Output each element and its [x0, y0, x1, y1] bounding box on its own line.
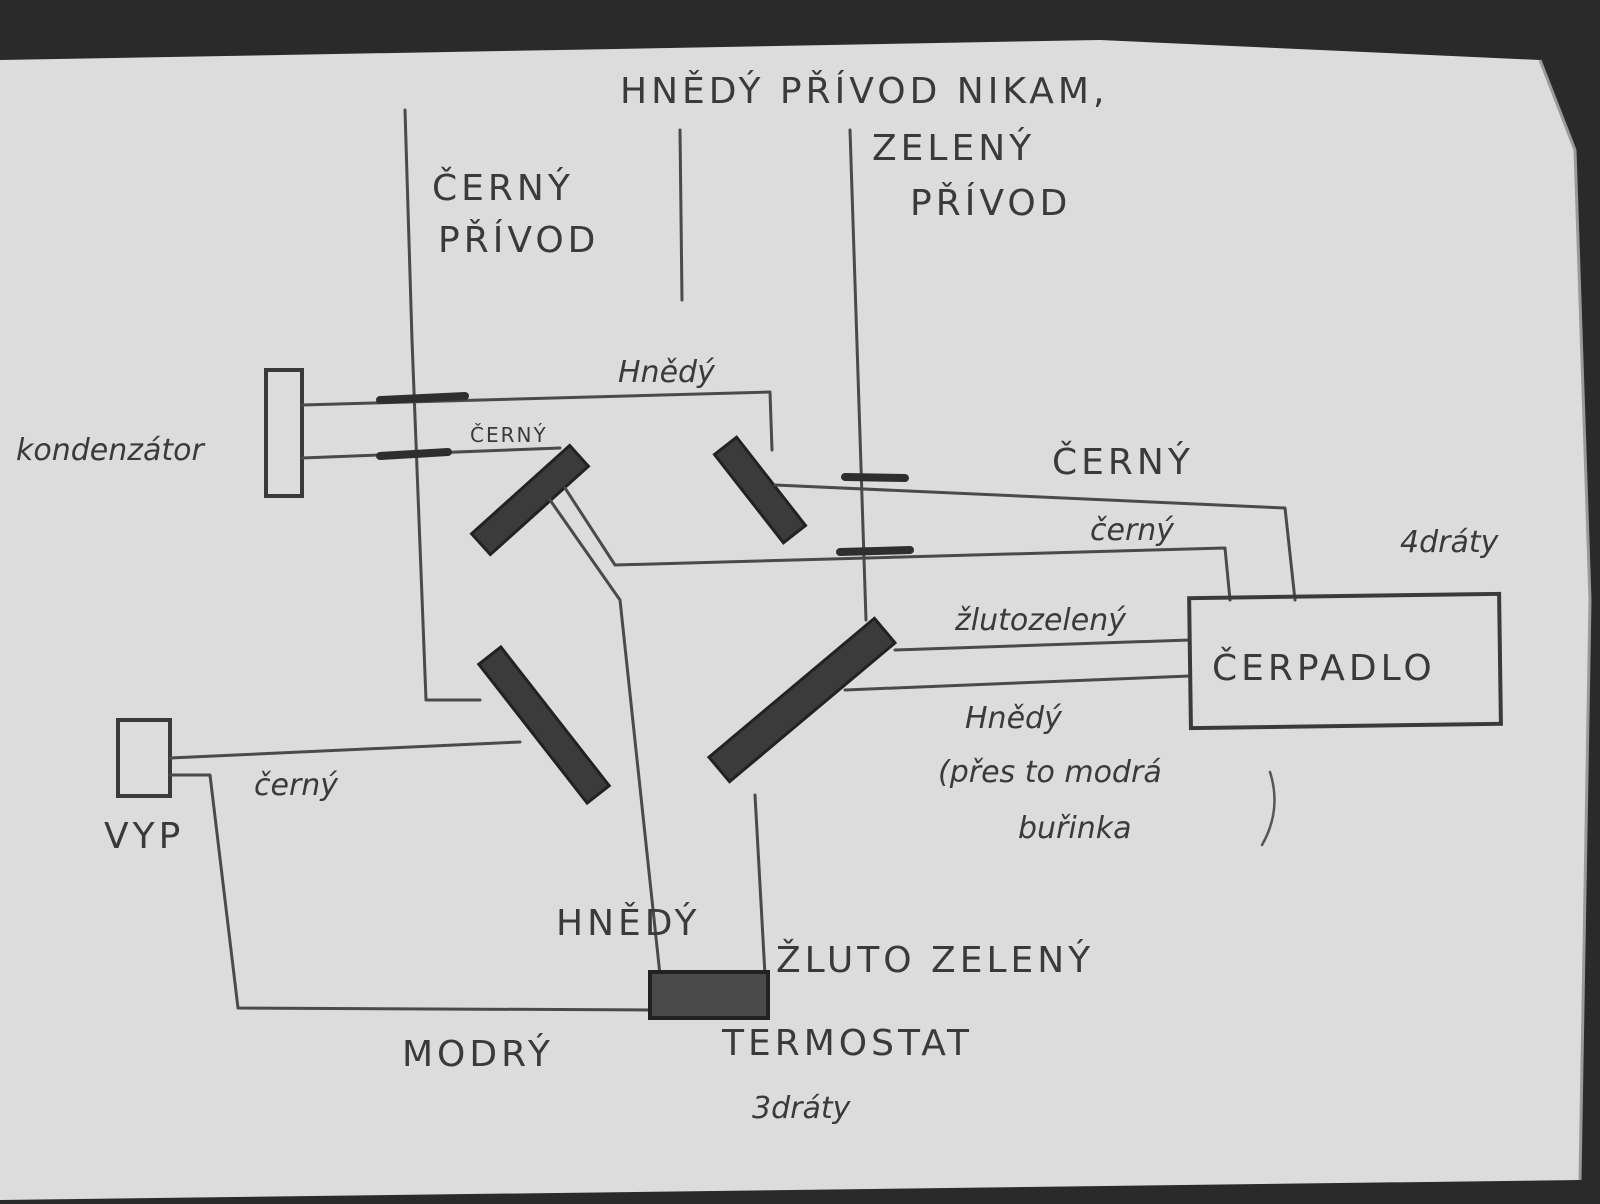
switch-wire-black	[168, 740, 522, 760]
terminal-lower-left	[476, 644, 612, 806]
bracket-close	[1260, 770, 1276, 847]
sleeve-3	[841, 473, 909, 482]
label-black-supply-2: PŘÍVOD	[438, 219, 599, 261]
label-black-right-1: ČERNÝ	[1052, 441, 1194, 483]
label-three-wires: 3dráty	[752, 1091, 852, 1126]
brown-supply-wire-stub	[678, 128, 684, 302]
label-capacitor: kondenzátor	[16, 433, 206, 468]
label-four-wires: 4dráty	[1400, 525, 1500, 560]
pump-wire-brown	[843, 674, 1192, 692]
sleeve-4	[836, 546, 914, 556]
paper-edge	[1538, 59, 1592, 1181]
label-green-supply-2: PŘÍVOD	[910, 182, 1071, 224]
label-brown-top: Hnědý	[618, 355, 716, 390]
label-black-small: ČERNÝ	[470, 423, 548, 447]
label-switch: VYP	[104, 816, 184, 857]
label-brown-pump: Hnědý	[965, 701, 1063, 736]
label-blue: MODRÝ	[402, 1033, 554, 1075]
label-black-supply-1: ČERNÝ	[432, 167, 574, 209]
green-supply-wire	[848, 128, 868, 622]
label-yellowgreen-pump: žlutozelený	[954, 603, 1127, 638]
sleeve-1	[376, 392, 469, 404]
pump-wire-black-1	[773, 483, 1297, 602]
label-over-blue-2: buřinka	[1018, 811, 1132, 846]
thermostat-wire-brown	[548, 498, 662, 977]
pump-wire-yellowgreen	[893, 638, 1192, 652]
terminal-upper-right	[712, 435, 808, 545]
thermostat-wire-yellowgreen	[753, 793, 767, 977]
capacitor-wire-brown	[300, 390, 774, 452]
capacitor-box	[264, 368, 304, 498]
label-brown-supply: HNĚDÝ PŘÍVOD NIKAM,	[620, 70, 1108, 112]
label-over-blue-1: (přes to modrá	[938, 755, 1162, 790]
label-thermostat: TERMOSTAT	[721, 1023, 973, 1064]
pump-wire-black-2	[563, 486, 1232, 602]
pump-box	[1187, 591, 1503, 731]
label-yellowgreen-thermo: ŽLUTO ZELENÝ	[776, 939, 1094, 981]
thermostat-box	[648, 970, 770, 1020]
label-pump: ČERPADLO	[1212, 647, 1436, 689]
sleeve-2	[376, 448, 452, 460]
paper-sheet	[0, 40, 1590, 1200]
switch-wire-blue	[168, 773, 652, 1012]
label-black-right-2: černý	[1090, 513, 1175, 548]
label-black-switch: černý	[254, 768, 339, 803]
terminal-lower-right	[706, 616, 898, 784]
black-supply-wire	[403, 108, 482, 702]
terminal-upper-left	[469, 443, 591, 557]
label-brown-bottom: HNĚDÝ	[556, 902, 701, 944]
label-green-supply-1: ZELENÝ	[872, 127, 1035, 169]
